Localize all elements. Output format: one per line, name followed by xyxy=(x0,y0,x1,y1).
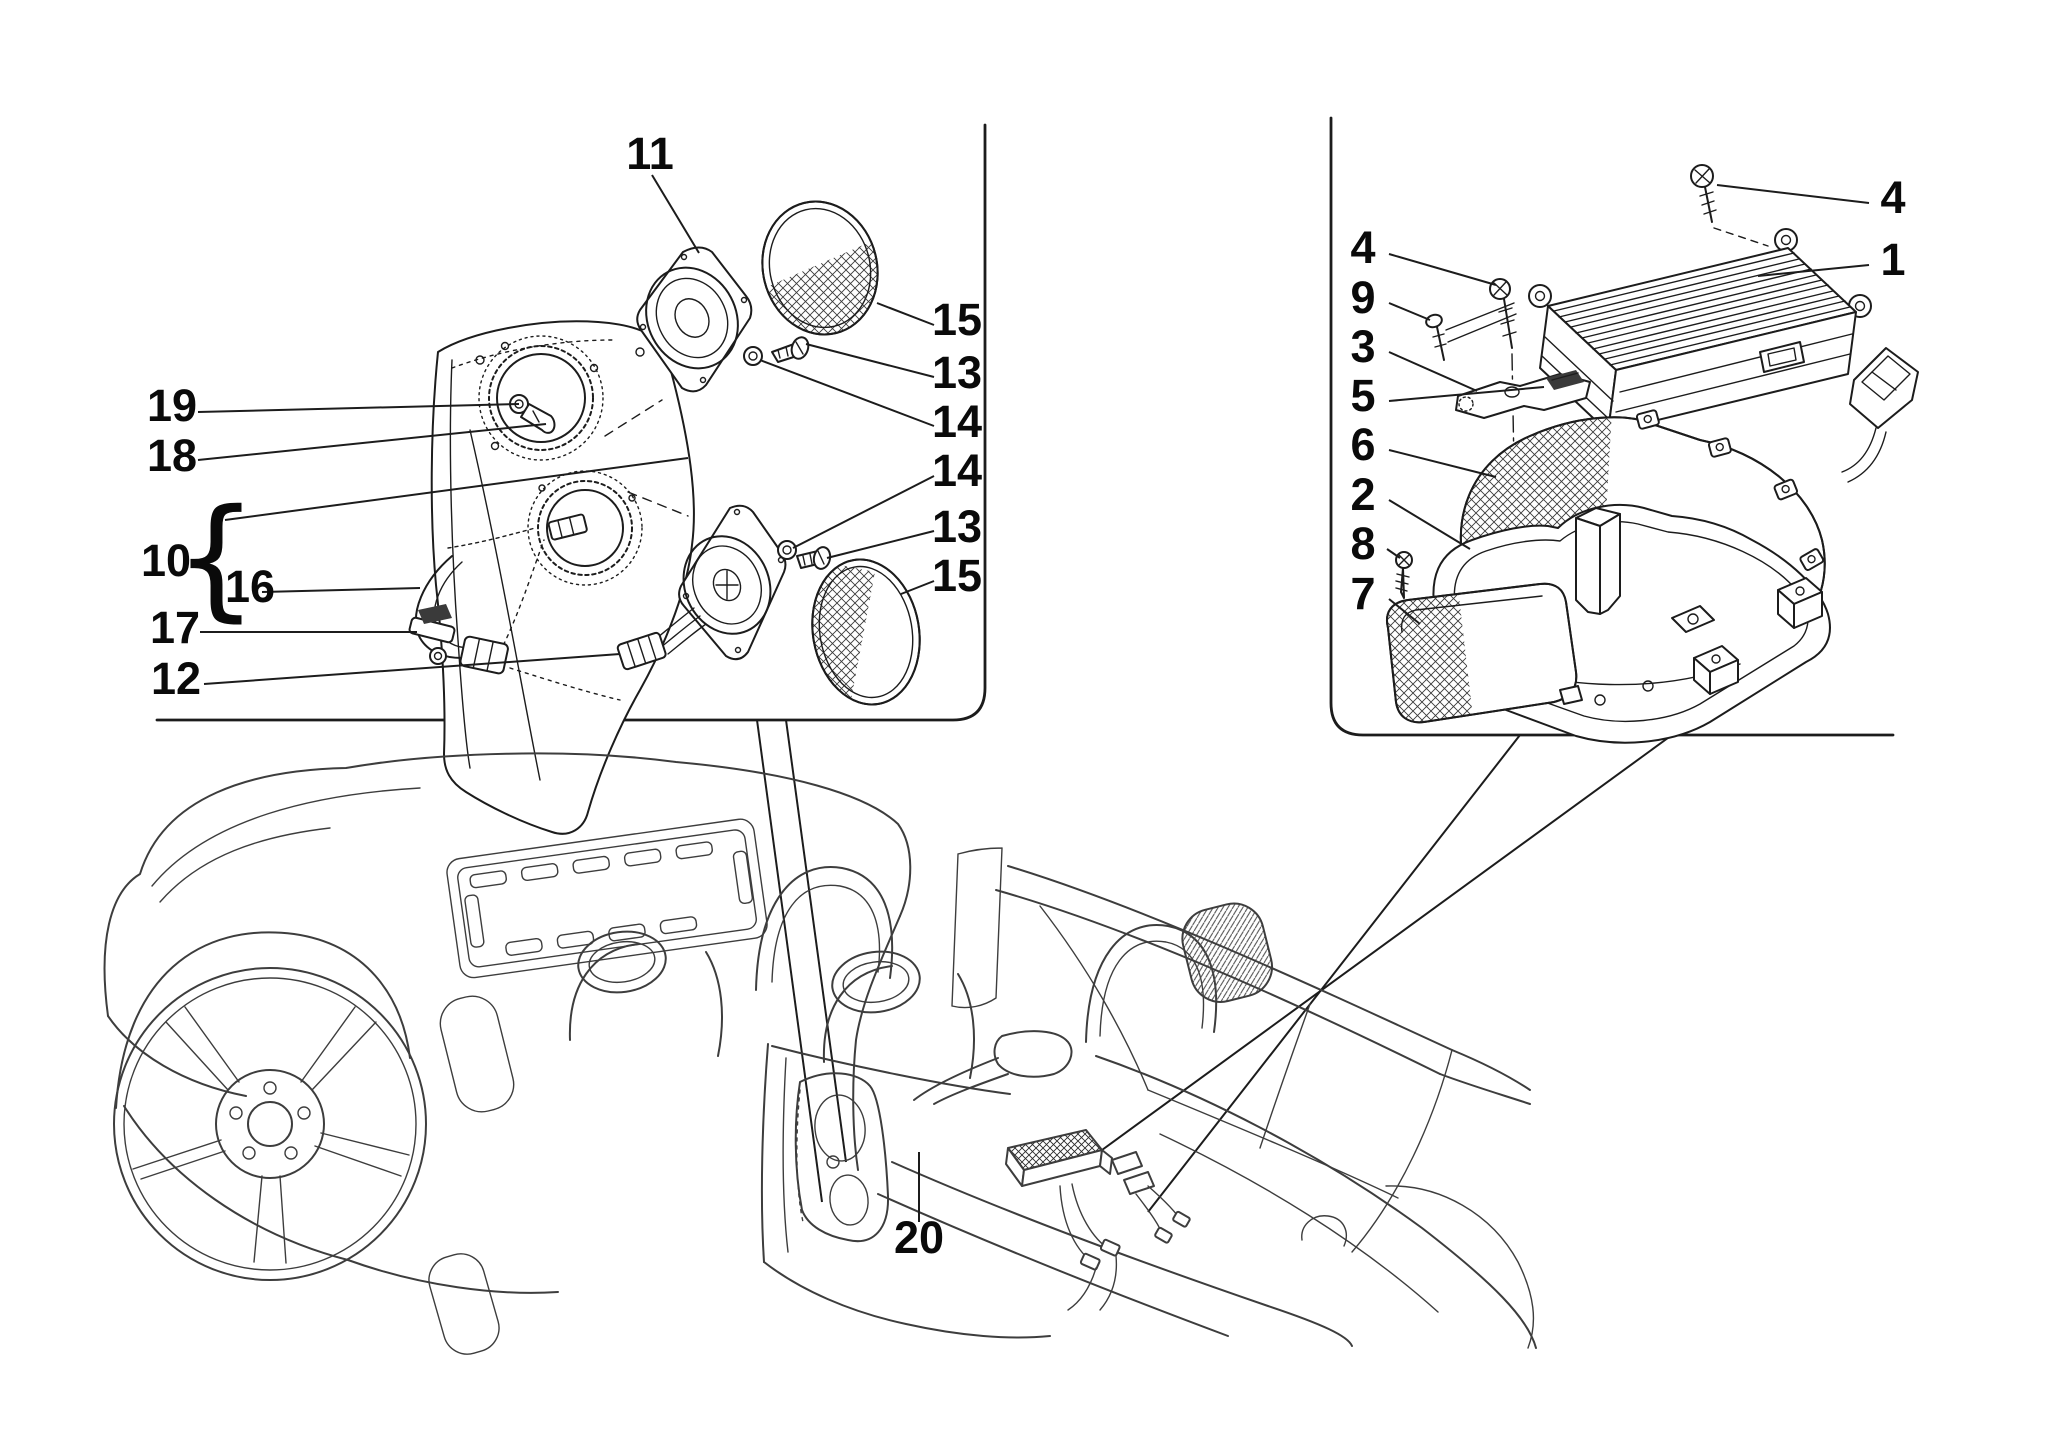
left-panel-car-leader-2 xyxy=(785,719,847,1163)
callout-15a: 15 xyxy=(932,294,982,345)
callout-15b: 15 xyxy=(932,550,982,601)
right-panel-car-leader-2 xyxy=(1101,734,1673,1151)
car-kick-panel xyxy=(794,1072,890,1243)
callout-17: 17 xyxy=(150,602,200,653)
tray-foot-front xyxy=(1693,645,1739,695)
windshield-frame xyxy=(995,865,1531,1253)
speaker-harness-connector xyxy=(616,631,667,671)
amplifier-fins xyxy=(1541,252,1853,421)
side-cover xyxy=(1386,582,1583,724)
amp-harness-connector xyxy=(1841,347,1919,483)
callout-7: 7 xyxy=(1350,568,1375,619)
washer-screw-lower xyxy=(777,540,832,570)
speaker-lower xyxy=(616,504,787,671)
callout-8: 8 xyxy=(1350,518,1375,569)
callout-13a: 13 xyxy=(932,347,982,398)
seats xyxy=(568,930,975,1079)
rear-wheel xyxy=(113,931,427,1281)
engine-grille xyxy=(446,818,768,979)
callout-12: 12 xyxy=(151,653,201,704)
speaker-grille-lower xyxy=(801,555,921,714)
right-callout-leaders xyxy=(1386,184,1870,625)
side-mirror xyxy=(913,1030,1073,1105)
left-panel-speakers: 11 19 18 10 { 16 17 12 15 13 14 14 13 15 xyxy=(141,123,987,1203)
right-panel-frame xyxy=(1329,116,1895,737)
amplifier-unit xyxy=(1528,228,1872,450)
callout-18: 18 xyxy=(147,430,197,481)
callout-5: 5 xyxy=(1350,370,1375,421)
cable-clip xyxy=(408,604,456,665)
bracket-and-clip xyxy=(1455,370,1591,419)
callout-6: 6 xyxy=(1350,419,1375,470)
screw-9 xyxy=(1425,302,1517,361)
left-panel-frame xyxy=(155,123,987,722)
callout-3: 3 xyxy=(1350,321,1375,372)
callout-1: 1 xyxy=(1880,234,1905,285)
callout-19: 19 xyxy=(147,380,197,431)
door-opening xyxy=(760,1043,1353,1347)
callout-16: 16 xyxy=(225,561,275,612)
car-amplifier-harness xyxy=(1005,1129,1191,1311)
roll-hoops xyxy=(755,847,1273,1043)
callout-10-brace: { xyxy=(174,481,258,635)
callout-4b: 4 xyxy=(1350,222,1375,273)
callout-14a: 14 xyxy=(932,396,982,447)
callout-10: 10 xyxy=(141,535,191,586)
upper-speaker-ring xyxy=(478,335,604,461)
callout-20: 20 xyxy=(894,1212,944,1263)
right-panel-amplifier: 4 1 4 9 3 5 6 2 8 7 xyxy=(1101,116,1919,1213)
callout-13b: 13 xyxy=(932,501,982,552)
left-panel-car-leader-1 xyxy=(756,719,823,1203)
tray-post xyxy=(1575,507,1621,615)
car-overview: 20 xyxy=(103,752,1537,1355)
callout-9: 9 xyxy=(1350,272,1375,323)
side-vent-lower xyxy=(428,1253,500,1355)
washer-screw-upper xyxy=(743,336,810,366)
left-callout-leaders xyxy=(197,174,935,685)
side-vent-upper xyxy=(439,995,515,1113)
screw-4-top xyxy=(1690,164,1769,247)
callout-4a: 4 xyxy=(1880,172,1905,223)
callout-11: 11 xyxy=(626,128,674,179)
hoop-pad xyxy=(1181,902,1273,1003)
front-fender xyxy=(1095,1055,1537,1349)
speaker-grille-upper xyxy=(748,200,892,347)
callout-14b: 14 xyxy=(932,445,982,496)
ring-wire-plug xyxy=(547,513,588,541)
screw-8 xyxy=(1395,551,1413,599)
wheel-spokes xyxy=(132,1006,410,1264)
speaker-upper xyxy=(636,246,753,393)
callout-2: 2 xyxy=(1350,469,1375,520)
door-speaker-panel xyxy=(430,320,695,835)
tray-foot-right xyxy=(1777,577,1823,629)
right-panel-car-leader-1 xyxy=(1147,734,1521,1213)
